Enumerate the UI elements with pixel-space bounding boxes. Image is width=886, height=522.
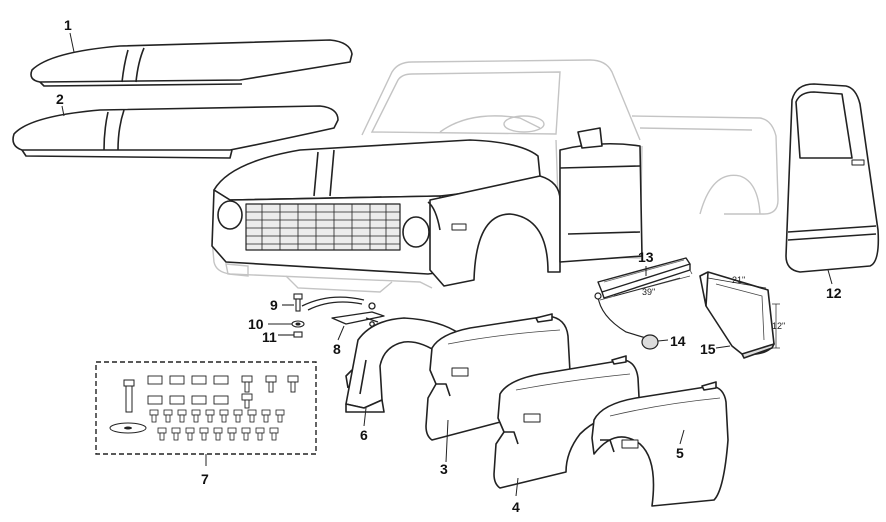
callout-14: 14 — [670, 333, 686, 349]
part-fender-5 — [591, 381, 729, 507]
cab-corner-panel — [559, 142, 643, 263]
part-cab-corner-15 — [613, 271, 780, 359]
hardware-kit-7 — [95, 361, 317, 466]
dimension-39-in: 39" — [642, 287, 656, 297]
dimension-12-in: 12" — [772, 321, 786, 331]
front-fender-mounted — [429, 175, 561, 287]
callout-7: 7 — [201, 471, 209, 487]
callout-6: 6 — [360, 427, 368, 443]
hardware-9-10-11 — [268, 293, 305, 338]
leader-lines — [61, 32, 833, 497]
callout-4: 4 — [512, 499, 520, 515]
callout-13: 13 — [638, 249, 654, 265]
callout-3: 3 — [440, 461, 448, 477]
headlight-right — [402, 216, 430, 248]
part-hood-2 — [12, 105, 339, 159]
dimension-21-in: 21" — [732, 275, 746, 285]
callout-12: 12 — [826, 285, 842, 301]
callout-5: 5 — [676, 445, 684, 461]
callout-10: 10 — [248, 316, 264, 332]
part-hood-1 — [30, 39, 353, 87]
part-grommet-14 — [594, 292, 659, 350]
grille — [245, 203, 401, 251]
part-bracket-8 — [301, 296, 385, 327]
part-door-12 — [785, 83, 880, 273]
callout-11: 11 — [262, 329, 277, 345]
headlight-left — [217, 200, 243, 230]
front-clip — [211, 127, 643, 287]
callout-2: 2 — [56, 91, 64, 107]
callout-15: 15 — [700, 341, 716, 357]
callout-8: 8 — [333, 341, 341, 357]
part-fender-4 — [493, 355, 641, 489]
callout-9: 9 — [270, 297, 278, 313]
callout-1: 1 — [64, 17, 72, 33]
